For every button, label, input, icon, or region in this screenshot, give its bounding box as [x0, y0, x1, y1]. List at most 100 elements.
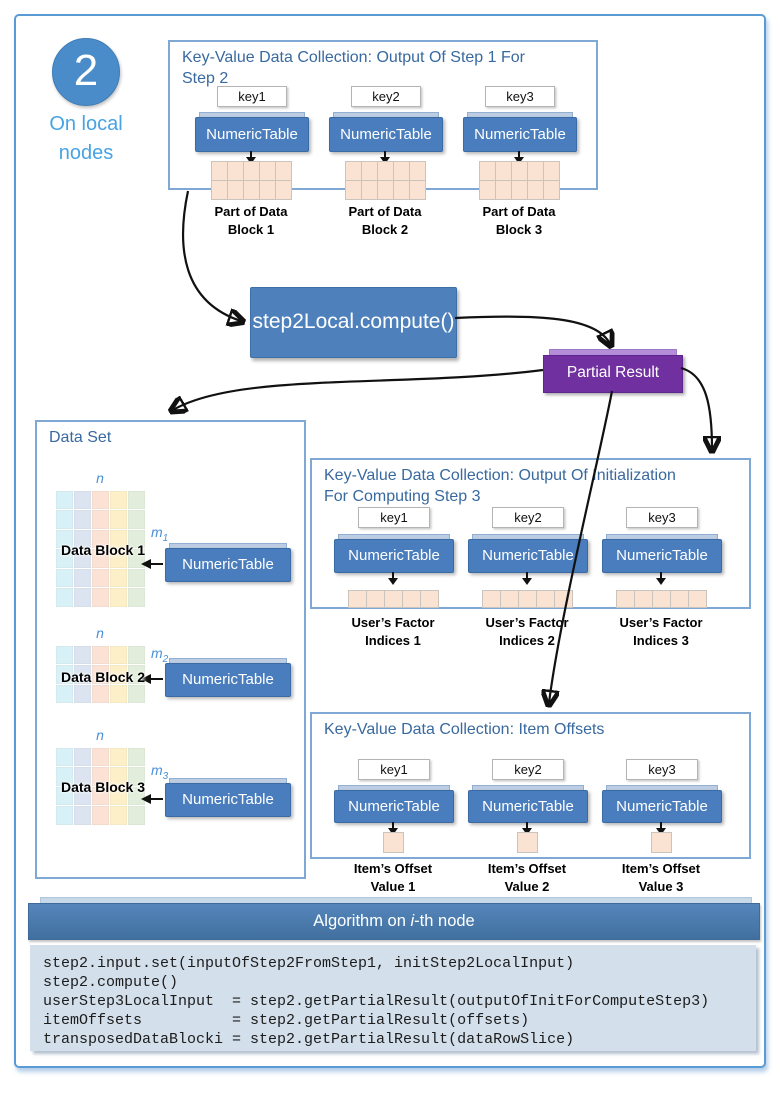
grid-cell — [347, 589, 367, 608]
data-cell — [54, 489, 74, 510]
data-set-title: Data Set — [49, 429, 112, 446]
grid-cell — [481, 589, 501, 608]
value-grid — [481, 589, 573, 608]
key-label: key3 — [485, 86, 555, 107]
numeric-table-box: NumericTable — [329, 117, 443, 152]
offsets-collection-groups: key1 NumericTable Item’s Offset Value 1 … — [312, 714, 749, 894]
data-set-blocks: n m1 Data Block 1 NumericTable n m2 Data… — [37, 422, 304, 877]
kv-group: key1 NumericTable Part of Data Block 1 — [186, 42, 316, 237]
value-grid — [210, 160, 292, 200]
grid-cell — [344, 160, 362, 181]
data-cell — [108, 567, 128, 588]
data-cell — [90, 644, 110, 665]
arrow-down-icon — [656, 572, 666, 585]
key-label: key1 — [217, 86, 287, 107]
kv-group: key2 NumericTable Part of Data Block 2 — [320, 42, 450, 237]
data-cell — [108, 805, 128, 826]
grid-cell — [650, 831, 672, 853]
data-block-grid — [54, 644, 146, 704]
key-label: key3 — [626, 507, 698, 528]
kv-group: key3 NumericTable User’s Factor Indices … — [596, 460, 726, 648]
data-cell — [90, 509, 110, 530]
grid-cell — [274, 179, 292, 200]
data-cell — [108, 644, 128, 665]
grid-cell — [382, 831, 404, 853]
data-cell — [126, 567, 146, 588]
grid-cell — [651, 589, 671, 608]
kv-group: key1 NumericTable Item’s Offset Value 1 — [328, 714, 458, 894]
grid-cell — [542, 160, 560, 181]
data-block-name: Data Block 2 — [60, 669, 146, 685]
value-label: Item’s Offset Value 1 — [353, 861, 433, 895]
grid-cell — [360, 179, 378, 200]
grid-cell — [542, 179, 560, 200]
grid-cell — [258, 160, 276, 181]
data-cell — [54, 567, 74, 588]
numeric-table-box: NumericTable — [195, 117, 309, 152]
data-cell — [72, 489, 92, 510]
grid-cell — [242, 160, 260, 181]
algorithm-header-suffix: -th node — [414, 912, 475, 930]
kv-group: key3 NumericTable Item’s Offset Value 3 — [596, 714, 726, 894]
key-label: key1 — [358, 507, 430, 528]
grid-cell — [478, 179, 496, 200]
grid-cell — [242, 179, 260, 200]
data-block-name: Data Block 1 — [60, 542, 146, 558]
arrow-left-icon — [141, 674, 163, 684]
grid-cell — [258, 179, 276, 200]
arrow-left-icon — [141, 794, 163, 804]
data-cell — [126, 509, 146, 530]
grid-cell — [344, 179, 362, 200]
data-cell — [54, 746, 74, 767]
partial-result-box: Partial Result — [543, 355, 683, 393]
data-cell — [126, 587, 146, 608]
data-cell — [126, 489, 146, 510]
grid-cell — [376, 179, 394, 200]
data-cell — [90, 489, 110, 510]
data-cell — [90, 746, 110, 767]
data-cell — [108, 509, 128, 530]
data-cell — [72, 746, 92, 767]
top-collection-groups: key1 NumericTable Part of Data Block 1 k… — [170, 42, 596, 237]
data-set-box: Data Set n m1 Data Block 1 NumericTable … — [35, 420, 306, 879]
data-cell — [72, 587, 92, 608]
key-label: key1 — [358, 759, 430, 780]
key-label: key3 — [626, 759, 698, 780]
step-caption: On local nodes — [49, 113, 123, 164]
key-label: key2 — [351, 86, 421, 107]
value-label: Item’s Offset Value 3 — [621, 861, 701, 895]
data-cell — [90, 567, 110, 588]
numeric-table-box: NumericTable — [165, 548, 291, 582]
numeric-table-box: NumericTable — [468, 790, 588, 823]
data-cell — [72, 805, 92, 826]
data-cell — [54, 644, 74, 665]
grid-cell — [226, 160, 244, 181]
value-label: User’s Factor Indices 2 — [485, 615, 569, 649]
grid-cell — [633, 589, 653, 608]
value-grid — [344, 160, 426, 200]
data-cell — [90, 805, 110, 826]
data-cell — [90, 587, 110, 608]
numeric-table-box: NumericTable — [602, 539, 722, 573]
grid-cell — [687, 589, 707, 608]
grid-cell — [365, 589, 385, 608]
key-label: key2 — [492, 507, 564, 528]
m-dimension-label: m1 — [151, 524, 169, 544]
grid-cell — [478, 160, 496, 181]
value-label: Item’s Offset Value 2 — [487, 861, 567, 895]
grid-cell — [510, 160, 528, 181]
algorithm-header-italic: i — [410, 912, 415, 930]
grid-cell — [383, 589, 403, 608]
kv-group: key3 NumericTable Part of Data Block 3 — [454, 42, 584, 237]
step-number-badge: 2 — [52, 38, 120, 106]
value-label: User’s Factor Indices 3 — [619, 615, 703, 649]
grid-cell — [517, 589, 537, 608]
top-collection-title: Key-Value Data Collection: Output Of Ste… — [182, 49, 525, 88]
data-cell — [126, 746, 146, 767]
data-cell — [108, 746, 128, 767]
value-grid — [615, 589, 707, 608]
algorithm-header-prefix: Algorithm on — [313, 912, 411, 930]
init-collection-box: Key-Value Data Collection: Output Of Ini… — [310, 458, 751, 648]
data-cell — [72, 509, 92, 530]
numeric-table-box: NumericTable — [602, 790, 722, 823]
